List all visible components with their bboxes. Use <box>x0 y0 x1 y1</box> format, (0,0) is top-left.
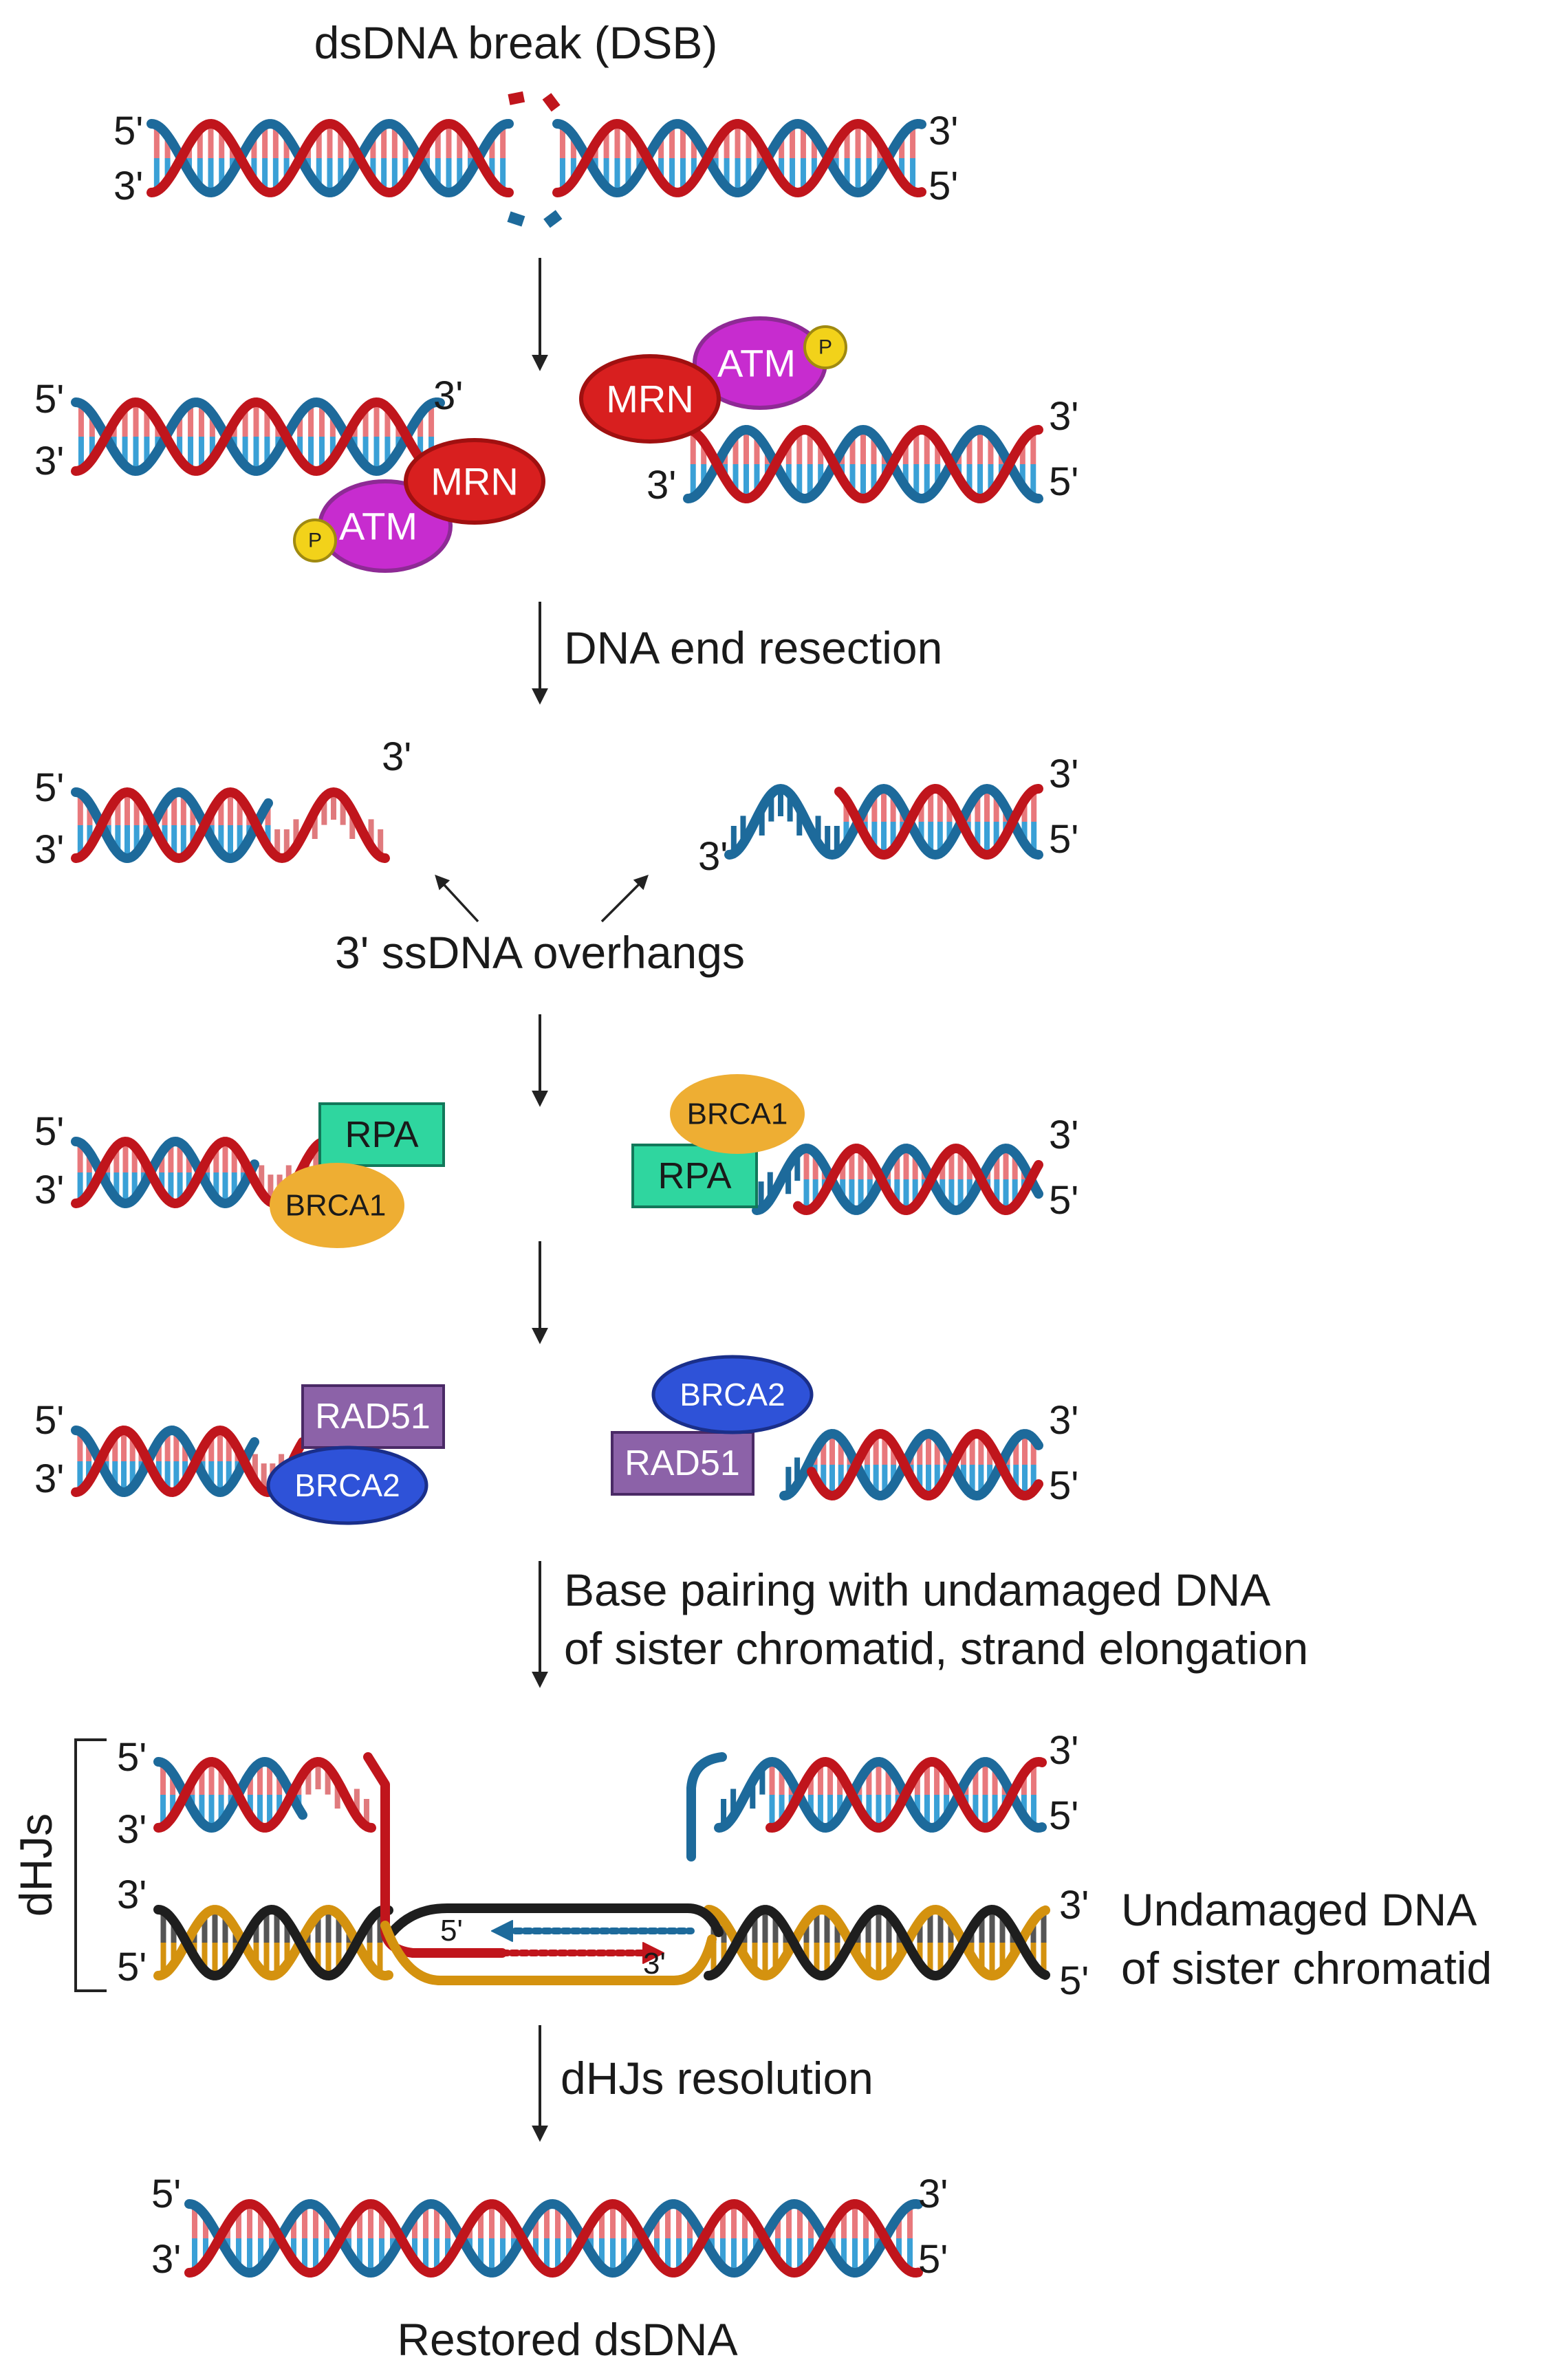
rpa-right-3-label: 3' <box>1049 1113 1078 1157</box>
rad51-label: RAD51 <box>315 1397 431 1437</box>
rpa-left-3-label: 3' <box>34 1168 64 1212</box>
dsb-right-helix <box>552 118 926 198</box>
restored-helix <box>184 2198 923 2278</box>
rpa-brca1-right: RPA BRCA1 <box>631 1074 805 1208</box>
brca2-label: BRCA2 <box>680 1377 785 1412</box>
sister-right-5-label: 5' <box>1059 1958 1089 2003</box>
resected-left-helix <box>71 787 390 864</box>
brca1-protein <box>270 1163 404 1248</box>
dsb-left-3-label: 3' <box>113 164 143 208</box>
mrn-label: MRN <box>431 460 519 503</box>
rpa-left-5-label: 5' <box>34 1109 64 1154</box>
mrn-right-3-label: 3' <box>1049 394 1078 439</box>
rpa-right-helix <box>752 1143 1043 1216</box>
step-resection: DNA end resection <box>564 622 942 673</box>
dhj-top-3-label: 3' <box>117 1807 146 1852</box>
arrow-overhang-left <box>435 874 479 923</box>
atm-label: ATM <box>717 342 796 385</box>
rad-left-3-label: 3' <box>34 1456 64 1501</box>
dhj-label: dHJs <box>10 1813 61 1917</box>
sister-right-helix <box>704 1904 1050 1981</box>
mrn-left-helix <box>71 397 445 477</box>
mrn-protein <box>579 354 721 444</box>
res-left-5-label: 5' <box>34 765 64 810</box>
res-right-3-label: 3' <box>1049 752 1078 796</box>
brca2-label: BRCA2 <box>294 1467 400 1503</box>
res-left-3end-label: 3' <box>382 734 411 779</box>
dsb-left-helix <box>146 118 514 198</box>
brca1-label: BRCA1 <box>285 1189 387 1223</box>
step-resolution: dHJs resolution <box>561 2053 873 2104</box>
rpa-brca1-left: RPA BRCA1 <box>270 1102 445 1248</box>
phosphate-label: P <box>308 530 322 552</box>
rad51-label: RAD51 <box>625 1443 740 1483</box>
mrn-right-5-label: 5' <box>1049 459 1078 504</box>
rad-right-3-label: 3' <box>1049 1398 1078 1443</box>
mrn-left-3end-label: 3' <box>433 373 463 418</box>
rad51-protein <box>611 1431 754 1496</box>
dsb-left-5-label: 5' <box>113 109 143 153</box>
brca1-label: BRCA1 <box>687 1098 788 1131</box>
mrn-label: MRN <box>606 378 694 421</box>
sister-left-helix <box>153 1904 393 1981</box>
step-overhangs: 3' ssDNA overhangs <box>335 927 745 978</box>
sister-label-2: of sister chromatid <box>1121 1943 1492 1994</box>
atm-complex-left: ATM MRN P <box>293 438 545 573</box>
mrn-left-5-label: 5' <box>34 377 64 422</box>
brca1-protein <box>670 1074 805 1154</box>
restored-label: Restored dsDNA <box>397 2314 737 2365</box>
sister-5-label: 5' <box>117 1945 146 1989</box>
mrn-right-3end-label: 3' <box>647 463 676 507</box>
brca2-protein <box>266 1445 428 1525</box>
dhj-top-left-helix <box>153 1756 376 1833</box>
sister-right-3-label: 3' <box>1059 1883 1089 1928</box>
restored-right-5-label: 5' <box>918 2237 948 2282</box>
res-right-3end-label: 3' <box>698 834 728 879</box>
rpa-label: RPA <box>658 1155 731 1197</box>
dhj-inner-5-label: 5' <box>440 1914 463 1947</box>
dhj-inner-3-label: 3' <box>643 1947 666 1980</box>
restored-5-label: 5' <box>151 2172 181 2216</box>
rad-right-5-label: 5' <box>1049 1463 1078 1508</box>
dsb-right-5-label: 5' <box>929 164 958 208</box>
mrn-protein <box>404 438 545 525</box>
dsb-right-3-label: 3' <box>929 109 958 153</box>
phosphate-label: P <box>818 336 832 359</box>
dhj-right-3-label: 3' <box>1049 1728 1078 1773</box>
rad51-brca2-right: RAD51 BRCA2 <box>611 1355 814 1496</box>
rad-left-5-label: 5' <box>34 1398 64 1443</box>
rpa-protein <box>318 1102 445 1167</box>
dhj-bracket <box>74 1738 107 1992</box>
resected-right-helix <box>724 783 1043 860</box>
atm-complex-right: ATM MRN P <box>579 316 847 444</box>
sister-label-1: Undamaged DNA <box>1121 1884 1477 1935</box>
rad51-brca2-left: RAD51 BRCA2 <box>266 1384 445 1525</box>
title-dsb: dsDNA break (DSB) <box>314 17 718 68</box>
res-right-5-label: 5' <box>1049 817 1078 862</box>
dsb-broken-ends <box>507 91 564 229</box>
phosphate-icon <box>293 518 337 563</box>
dhj-right-5-label: 5' <box>1049 1793 1078 1838</box>
rad51-protein <box>301 1384 445 1449</box>
rad51-right-helix <box>779 1428 1043 1501</box>
dhj-top-right-helix <box>714 1756 1047 1833</box>
holliday-junction-strands <box>363 1752 727 1985</box>
sister-3-label: 3' <box>117 1873 146 1917</box>
mrn-left-3-label: 3' <box>34 439 64 483</box>
mrn-right-helix <box>683 424 1043 504</box>
restored-right-3-label: 3' <box>918 2172 948 2216</box>
rpa-right-5-label: 5' <box>1049 1178 1078 1223</box>
arrow-overhang-right <box>600 875 649 923</box>
restored-3-label: 3' <box>151 2237 181 2282</box>
step-base-pairing-1: Base pairing with undamaged DNA <box>564 1564 1270 1615</box>
step-base-pairing-2: of sister chromatid, strand elongation <box>564 1623 1308 1674</box>
res-left-3-label: 3' <box>34 827 64 872</box>
rpa-protein <box>631 1144 758 1208</box>
phosphate-icon <box>803 325 847 369</box>
brca2-protein <box>651 1355 814 1434</box>
rpa-label: RPA <box>345 1114 418 1155</box>
dhj-top-5-label: 5' <box>117 1735 146 1780</box>
atm-label: ATM <box>339 505 417 548</box>
